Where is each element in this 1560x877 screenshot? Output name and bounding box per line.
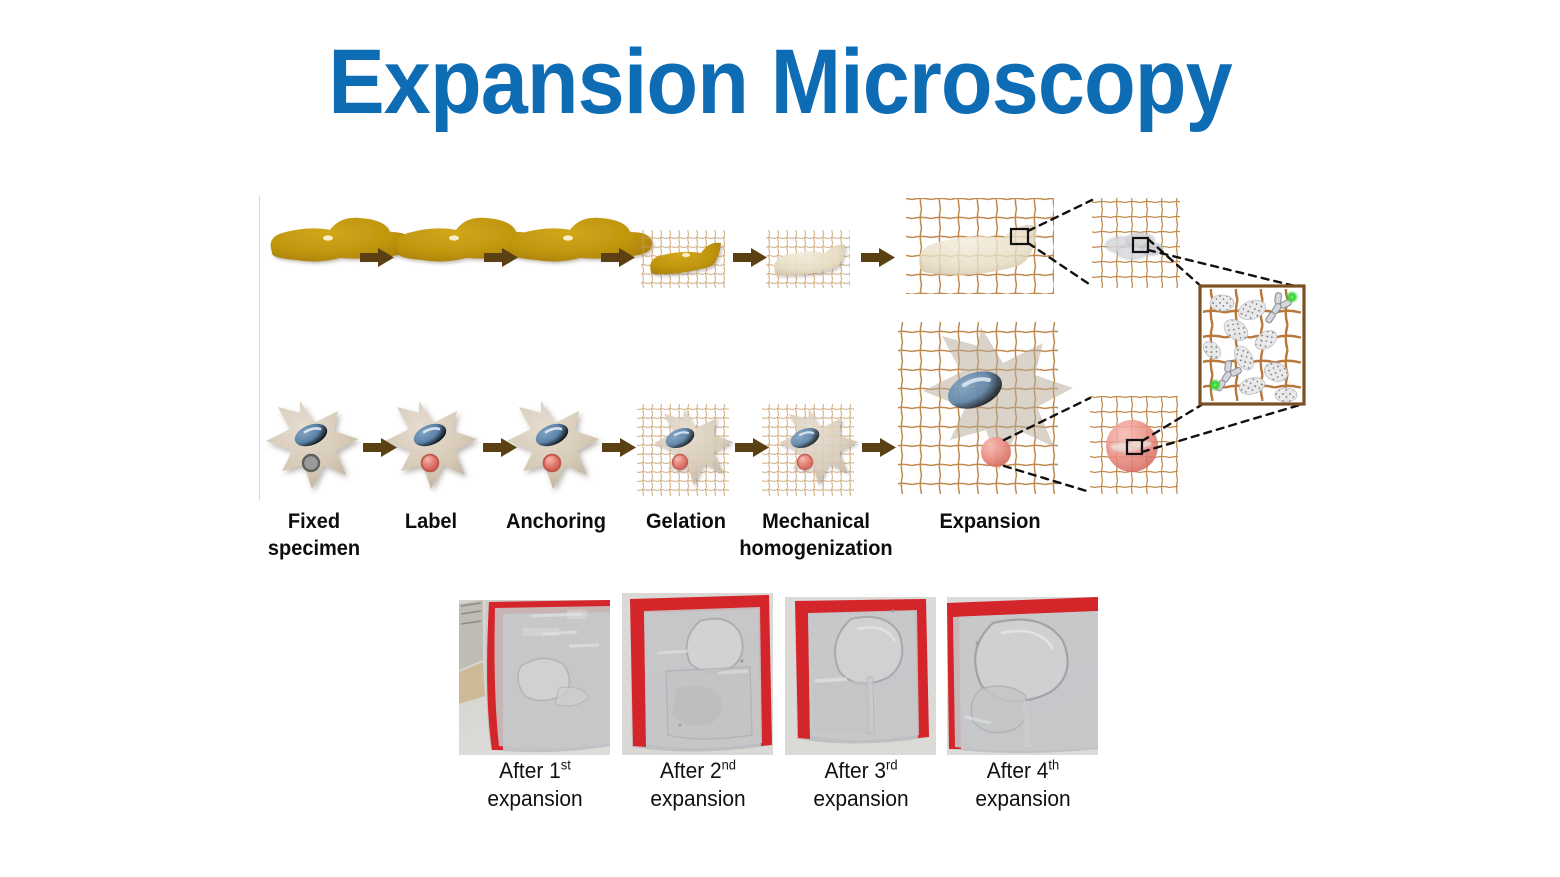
arrow-tissue-4 [733,248,767,267]
photo-after-3rd-expansion [785,597,936,755]
organelle-unlabeled [301,453,321,473]
arrow-tissue-1 [360,248,394,267]
caption-line2-4: expansion [975,786,1071,811]
zoom-connectors-tissue [1026,198,1094,288]
caption-line2-3: expansion [813,786,909,811]
fluorophore-green-upper [1285,290,1299,304]
final-magnified-inset [1198,284,1306,406]
process-arrows [360,248,896,457]
cell-fixed-specimen [266,401,358,489]
tissue-gelation-panel [641,230,725,288]
caption-after-1st-expansion: After 1st expansion [459,757,611,813]
photo-after-2nd-expansion [622,593,773,755]
organelle-labeled [420,453,440,473]
page-title: Expansion Microscopy [328,31,1232,133]
zoom-connectors-cell-final [1140,402,1305,454]
step-label-expansion: Expansion [939,509,1041,533]
roi-square-tissue [1009,227,1030,246]
tissue-fixed-specimen [270,217,413,262]
arrow-tissue-3 [601,248,635,267]
caption-ordinal-2: nd [721,757,736,773]
caption-prefix-4: After 4 [986,758,1049,783]
arrow-cell-1 [363,438,397,457]
arrow-cell-4 [735,438,769,457]
caption-ordinal-4: th [1048,757,1060,773]
caption-ordinal-1: st [560,757,571,773]
step-label-anchoring: Anchoring [506,509,606,533]
caption-prefix-3: After 3 [824,758,887,783]
caption-prefix-2: After 2 [660,758,722,783]
zoom-connectors-tissue-final [1146,237,1305,290]
arrow-cell-5 [862,438,896,457]
caption-after-2nd-expansion: After 2nd expansion [622,757,774,813]
caption-line2-1: expansion [487,786,583,811]
zoom-connectors-cell [1002,396,1092,494]
photo-after-1st-expansion [459,600,610,755]
cell-anchoring [507,401,599,489]
roi-square-tissue-inset [1131,236,1150,254]
caption-line2-2: expansion [650,786,746,811]
step-label-mechanical-homogenization: Mechanical homogenization [739,509,893,560]
arrow-cell-3 [602,438,636,457]
caption-prefix-1: After 1 [499,758,561,783]
step-label-label: Label [404,509,458,533]
cell-homogenization-panel [762,404,858,496]
arrow-cell-2 [483,438,517,457]
cell-gelation-panel [637,404,733,496]
cell-label [385,401,477,489]
protein-fragments [1202,294,1298,403]
cell-zoom-inset [1090,396,1178,494]
caption-ordinal-3: rd [886,757,898,773]
caption-after-3rd-expansion: After 3rd expansion [785,757,937,813]
fluorophore-green-lower [1208,378,1222,392]
tissue-anchoring [510,217,653,262]
roi-square-cell-inset [1125,438,1144,456]
arrow-tissue-2 [484,248,518,267]
diagram-left-divider [259,196,260,500]
caption-after-4th-expansion: After 4th expansion [947,757,1099,813]
tissue-expansion-panel [906,198,1054,294]
arrow-tissue-5 [861,248,895,267]
step-label-fixed-specimen: Fixed specimen [267,509,361,560]
photo-after-4th-expansion [947,597,1098,755]
tissue-homogenization-panel [766,230,850,288]
cell-expansion-panel [898,322,1073,494]
tissue-zoom-inset [1092,198,1180,288]
step-label-gelation: Gelation [645,509,726,533]
